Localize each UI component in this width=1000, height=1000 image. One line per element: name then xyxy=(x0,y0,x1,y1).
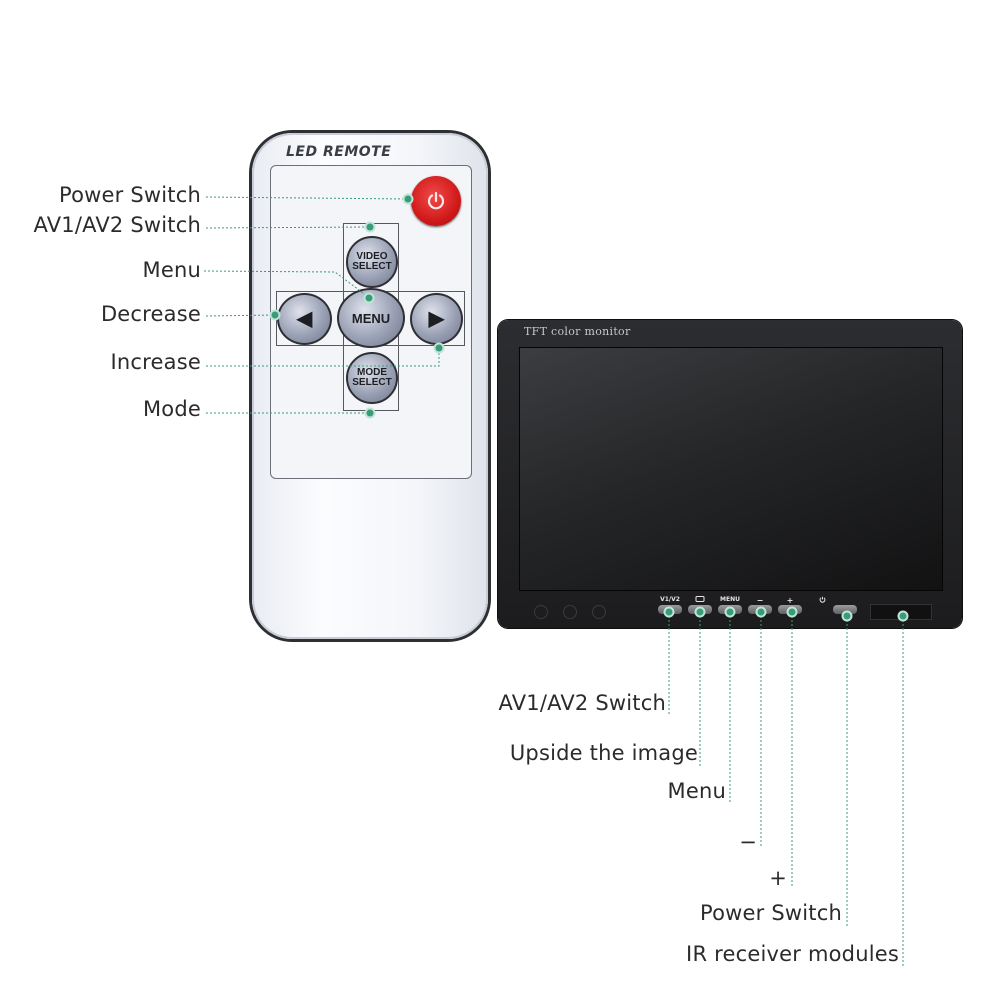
callout-dot-menu xyxy=(363,292,375,304)
label-monitor-flip: Upside the image xyxy=(509,741,698,765)
label-monitor-ir: IR receiver modules xyxy=(686,942,899,966)
label-remote-menu: Menu xyxy=(142,258,201,282)
remote-menu-label: MENU xyxy=(351,310,391,326)
monitor-led-1 xyxy=(534,605,548,619)
remote-menu-button[interactable]: MENU xyxy=(337,288,405,348)
video-select-line1: VIDEO xyxy=(356,251,388,262)
left-arrow-icon: ◀ xyxy=(296,308,313,330)
callout-dot-monitor-minus xyxy=(755,606,767,618)
monitor-title: TFT color monitor xyxy=(524,325,631,338)
monitor-power-mark xyxy=(810,596,834,605)
monitor-minus-mark: − xyxy=(756,596,764,605)
callout-dot-av xyxy=(364,221,376,233)
callout-dot-monitor-power xyxy=(841,610,853,622)
callout-dot-increase xyxy=(433,342,445,354)
mode-select-line1: MODE xyxy=(356,367,387,378)
monitor-flip-mark xyxy=(688,596,712,604)
monitor-led-3 xyxy=(592,605,606,619)
label-remote-power: Power Switch xyxy=(59,183,201,207)
increase-button[interactable]: ▶ xyxy=(410,293,463,345)
power-icon xyxy=(819,596,825,603)
label-monitor-power: Power Switch xyxy=(700,901,842,925)
monitor-menu-mark: MENU xyxy=(720,596,740,603)
callout-dot-monitor-flip xyxy=(694,606,706,618)
callout-dot-mode xyxy=(364,407,376,419)
callout-dot-decrease xyxy=(269,309,281,321)
remote-power-button[interactable] xyxy=(411,176,461,226)
label-remote-increase: Increase xyxy=(110,350,201,374)
video-select-line2: SELECT xyxy=(352,261,392,272)
remote-title: LED REMOTE xyxy=(286,144,392,160)
label-monitor-av: AV1/AV2 Switch xyxy=(498,691,666,715)
callout-dot-monitor-menu xyxy=(724,606,736,618)
power-icon xyxy=(427,191,445,210)
label-remote-mode: Mode xyxy=(142,397,201,421)
monitor-screen xyxy=(519,347,943,591)
callout-dot-monitor-ir xyxy=(897,610,909,622)
label-remote-av: AV1/AV2 Switch xyxy=(33,213,201,237)
label-monitor-plus: + xyxy=(769,866,787,890)
label-monitor-minus: − xyxy=(739,830,757,854)
flip-icon xyxy=(695,596,705,602)
monitor-power-button[interactable] xyxy=(833,605,857,614)
callout-dot-power xyxy=(402,193,414,205)
monitor-plus-mark: + xyxy=(786,596,794,605)
callout-dot-monitor-plus xyxy=(786,606,798,618)
label-monitor-menu: Menu xyxy=(667,779,726,803)
right-arrow-icon: ▶ xyxy=(428,308,445,330)
monitor-av-mark: V1/V2 xyxy=(660,596,680,603)
monitor-led-2 xyxy=(563,605,577,619)
callout-dot-monitor-av xyxy=(663,606,675,618)
mode-select-line2: SELECT xyxy=(352,377,392,388)
label-remote-decrease: Decrease xyxy=(100,302,201,326)
